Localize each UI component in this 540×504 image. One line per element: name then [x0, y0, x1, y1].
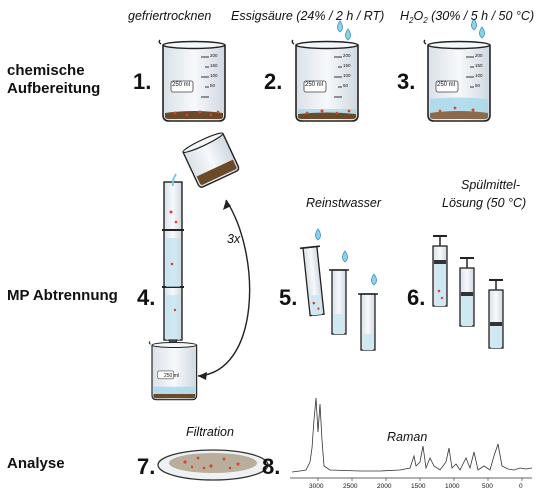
collecting-beaker	[148, 340, 198, 401]
beaker-1	[158, 39, 226, 122]
beaker-3-grad-100: 100	[475, 73, 483, 78]
beaker-2	[291, 39, 359, 122]
step-8: 8.	[262, 454, 281, 479]
label-repeat: 3x	[227, 232, 241, 246]
raman-tick-2000: 2000	[377, 483, 392, 490]
raman-tick-3000: 3000	[309, 483, 324, 490]
caption-spuel-line2: Lösung (50 °C)	[442, 196, 527, 210]
beaker-1-volume: 250 ml	[172, 82, 191, 88]
step-6: 6.	[407, 285, 426, 310]
raman-tick-1000: 1000	[445, 483, 460, 490]
separation-column	[162, 181, 184, 352]
beaker-2-grad-200: 200	[343, 53, 351, 58]
caption-h2o2: H2O2 (30% / 5 h / 50 °C)	[400, 9, 535, 25]
pour-stream	[171, 173, 177, 187]
section-chem-line2: Aufbereitung	[7, 80, 101, 97]
raman-tick-2500: 2500	[343, 483, 358, 490]
section-mp: MP Abtrennung	[7, 287, 118, 304]
pouring-beaker	[182, 132, 240, 188]
cycle-arrow	[197, 199, 251, 377]
collecting-beaker-volume: 250 ml	[164, 373, 180, 379]
arrowhead-up	[223, 200, 231, 210]
arrowhead-down	[198, 372, 207, 380]
filter-disc	[157, 449, 269, 481]
step-1: 1.	[133, 69, 152, 94]
beaker-1-grad-100: 100	[210, 73, 218, 78]
caption-freeze: gefriertrocknen	[128, 9, 212, 23]
section-analyse: Analyse	[7, 455, 65, 472]
step-4: 4.	[137, 285, 156, 310]
raman-spectrum	[290, 397, 533, 481]
beaker-2-grad-150: 150	[343, 63, 351, 68]
caption-acetic: Essigsäure (24% / 2 h / RT)	[231, 9, 385, 23]
section-chem-line1: chemische	[7, 62, 85, 79]
raman-tick-500: 500	[482, 483, 493, 490]
beaker-3-volume: 250 ml	[437, 82, 456, 88]
beaker-3	[423, 39, 491, 122]
raman-tick-1500: 1500	[411, 483, 426, 490]
beaker-3-grad-150: 150	[475, 63, 483, 68]
beaker-1-grad-200: 200	[210, 53, 218, 58]
beaker-2-grad-50: 50	[343, 83, 349, 88]
beaker-1-grad-50: 50	[210, 83, 216, 88]
syringes-6	[432, 235, 504, 349]
step-5: 5.	[279, 285, 298, 310]
step-7: 7.	[137, 454, 156, 479]
caption-spuel-line1: Spülmittel-	[461, 178, 521, 192]
beaker-2-volume: 250 ml	[305, 82, 324, 88]
raman-tick-0: 0	[519, 483, 523, 490]
syringes-5	[299, 228, 378, 351]
beaker-3-grad-50: 50	[475, 83, 481, 88]
caption-raman: Raman	[387, 430, 428, 444]
beaker-3-grad-200: 200	[475, 53, 483, 58]
caption-filtration: Filtration	[186, 425, 234, 439]
step-2: 2.	[264, 69, 283, 94]
step-3: 3.	[397, 69, 416, 94]
caption-reinstwasser: Reinstwasser	[306, 196, 382, 210]
beaker-2-grad-100: 100	[343, 73, 351, 78]
beaker-1-grad-150: 150	[210, 63, 218, 68]
